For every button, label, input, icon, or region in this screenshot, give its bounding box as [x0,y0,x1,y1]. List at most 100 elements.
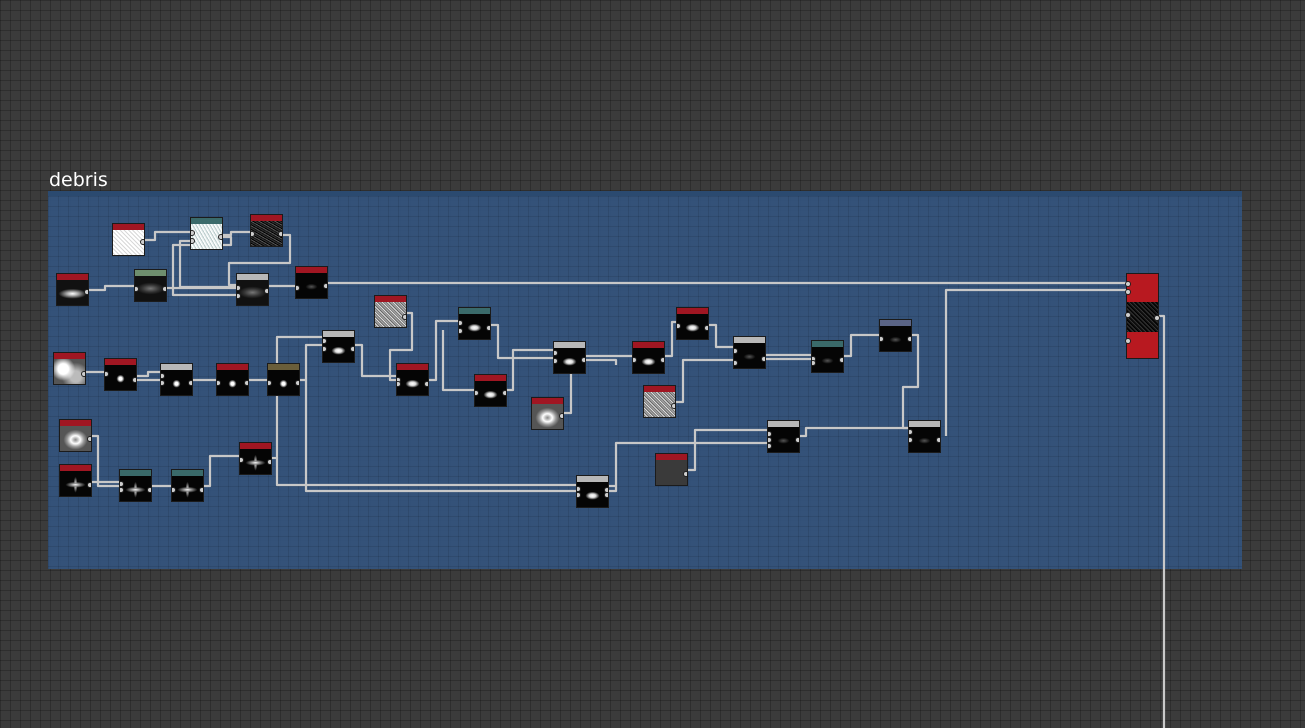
input-port[interactable] [191,230,195,236]
graph-node-n6[interactable] [236,273,269,306]
output-port[interactable] [559,413,563,419]
input-port[interactable] [120,481,124,487]
input-port[interactable] [909,429,913,435]
input-port[interactable] [577,492,581,498]
input-port[interactable] [677,323,681,329]
output-port[interactable] [199,487,203,493]
graph-node-n13[interactable] [59,419,92,452]
graph-node-n24[interactable] [531,397,564,430]
graph-node-n33[interactable] [767,420,800,453]
graph-node-n18[interactable] [322,330,355,363]
output-port[interactable] [267,459,271,465]
input-port[interactable] [1125,281,1131,287]
output-port[interactable] [132,377,136,383]
graph-node-n11[interactable] [216,363,249,396]
graph-node-n19[interactable] [374,295,407,328]
graph-node-n1[interactable] [112,223,145,256]
output-port[interactable] [795,437,799,443]
input-port[interactable] [909,437,913,443]
input-port[interactable] [768,443,772,449]
input-port[interactable] [577,486,581,492]
output-port[interactable] [424,381,428,387]
graph-node-n10[interactable] [160,363,193,396]
graph-node-n16[interactable] [171,469,204,502]
input-port[interactable] [734,360,738,366]
output-port[interactable] [81,371,85,377]
input-port[interactable] [237,293,241,299]
input-port[interactable] [459,320,463,326]
output-port[interactable] [323,283,327,289]
output-port[interactable] [936,437,940,443]
graph-node-n5[interactable] [134,269,167,302]
graph-node-n3[interactable] [250,214,283,247]
output-port[interactable] [502,390,506,396]
output-port[interactable] [87,436,91,442]
graph-node-n21[interactable] [458,307,491,340]
graph-node-n2[interactable] [190,217,223,250]
graph-node-n8[interactable] [53,352,86,385]
graph-node-n34[interactable] [908,420,941,453]
output-port[interactable] [581,357,585,363]
graph-node-n17[interactable] [239,442,272,475]
output-port[interactable] [671,403,675,409]
input-port[interactable] [1125,312,1131,318]
graph-node-n22[interactable] [474,374,507,407]
input-port[interactable] [217,380,221,386]
graph-node-n9[interactable] [104,358,137,391]
input-port[interactable] [296,285,300,291]
output-port[interactable] [188,380,192,386]
output-port[interactable] [264,288,268,294]
input-port[interactable] [812,360,816,366]
input-port[interactable] [1125,338,1131,344]
output-port[interactable] [162,286,166,292]
output-port[interactable] [486,325,490,331]
graph-node-n12[interactable] [267,363,300,396]
output-port[interactable] [907,336,911,342]
input-port[interactable] [734,348,738,354]
graph-node-n15[interactable] [119,469,152,502]
output-port[interactable] [704,325,708,331]
graph-node-n29[interactable] [811,340,844,373]
input-port[interactable] [120,487,124,493]
output-port[interactable] [244,380,248,386]
graph-node-n32[interactable] [655,453,688,486]
graph-node-n27[interactable] [676,307,709,340]
output-port[interactable] [761,356,765,362]
graph-node-n31[interactable] [576,475,609,508]
output-port[interactable] [140,239,144,245]
input-port[interactable] [768,431,772,437]
output-port[interactable] [604,492,608,498]
graph-node-n23[interactable] [553,341,586,374]
input-port[interactable] [105,371,109,377]
graph-node-n28[interactable] [733,336,766,369]
output-port[interactable] [87,482,91,488]
graph-node-n14[interactable] [59,464,92,497]
input-port[interactable] [135,286,139,292]
output-port[interactable] [402,314,406,320]
graph-output-node[interactable] [1125,273,1160,359]
graph-node-n4[interactable] [56,273,89,306]
input-port[interactable] [172,487,176,493]
graph-node-n30[interactable] [879,319,912,352]
input-port[interactable] [1125,289,1131,295]
graph-node-n7[interactable] [295,266,328,299]
graph-node-n26[interactable] [643,385,676,418]
graph-node-n25[interactable] [632,341,665,374]
input-port[interactable] [161,380,165,386]
output-port[interactable] [84,289,88,295]
output-port[interactable] [278,231,282,237]
output-port[interactable] [350,346,354,352]
input-port[interactable] [880,336,884,342]
output-port[interactable] [660,357,664,363]
output-port[interactable] [1154,315,1160,321]
input-port[interactable] [268,380,272,386]
graph-node-n20[interactable] [396,363,429,396]
output-port[interactable] [147,487,151,493]
output-port[interactable] [839,357,843,363]
input-port[interactable] [161,373,165,379]
output-port[interactable] [683,471,687,477]
output-port[interactable] [295,380,299,386]
input-port[interactable] [633,357,637,363]
output-port[interactable] [218,234,222,240]
input-port[interactable] [768,437,772,443]
